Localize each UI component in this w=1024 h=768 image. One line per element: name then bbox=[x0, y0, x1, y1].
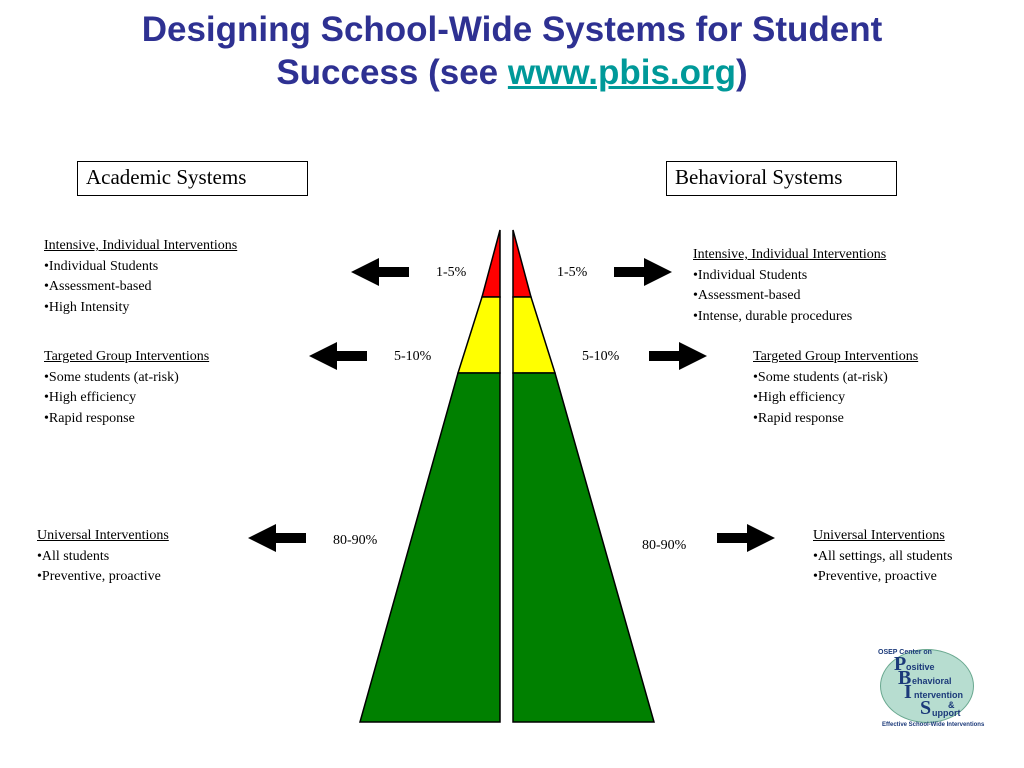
logo-letter-s: S bbox=[920, 697, 932, 719]
right-arrow-targeted bbox=[649, 342, 707, 370]
tier-bullet: •Rapid response bbox=[44, 410, 135, 426]
left-percent-intensive: 1-5% bbox=[436, 265, 467, 280]
academic-systems-text: Academic Systems bbox=[86, 165, 247, 189]
logo-word-behavioral: ehavioral bbox=[912, 676, 952, 686]
tier-heading: Intensive, Individual Interventions bbox=[693, 247, 887, 262]
right-percent-intensive: 1-5% bbox=[557, 265, 588, 280]
left-tier-targeted: Targeted Group Interventions •Some stude… bbox=[44, 347, 209, 429]
tier-heading: Targeted Group Interventions bbox=[44, 349, 210, 364]
left-arrow-targeted bbox=[309, 342, 367, 370]
logo-emblem bbox=[880, 649, 974, 723]
tier-bullet: •All students bbox=[37, 548, 110, 564]
left-tier-universal: Universal Interventions •All students •P… bbox=[37, 526, 169, 588]
right-arrow-intensive bbox=[614, 258, 672, 286]
left-percent-targeted: 5-10% bbox=[394, 349, 432, 364]
pbis-link[interactable]: www.pbis.org bbox=[507, 53, 737, 92]
right-universal-tier bbox=[512, 372, 655, 723]
right-tier-universal: Universal Interventions •All settings, a… bbox=[813, 526, 952, 588]
tier-bullet: •Rapid response bbox=[753, 410, 844, 426]
logo-letter-b: B bbox=[898, 667, 912, 689]
logo-letter-p: P bbox=[894, 653, 907, 675]
right-arrow-universal bbox=[717, 524, 775, 552]
left-tier-intensive: Intensive, Individual Interventions •Ind… bbox=[44, 236, 237, 318]
left-percent-universal: 80-90% bbox=[333, 533, 378, 548]
behavioral-systems-text: Behavioral Systems bbox=[675, 165, 843, 189]
tier-bullet: •Assessment-based bbox=[44, 279, 152, 294]
tier-heading: Intensive, Individual Interventions bbox=[44, 238, 238, 253]
tier-bullet: •High efficiency bbox=[753, 390, 846, 405]
tier-bullet: •Assessment-based bbox=[693, 288, 801, 303]
tier-bullet: •Individual Students bbox=[693, 267, 808, 283]
right-tier-targeted: Targeted Group Interventions •Some stude… bbox=[753, 347, 918, 429]
left-targeted-tier bbox=[456, 296, 501, 374]
right-targeted-tier bbox=[512, 296, 557, 374]
logo-footer-text: Effective School-Wide Interventions bbox=[882, 722, 985, 728]
logo-word-intervention: ntervention bbox=[914, 690, 964, 700]
left-arrow-intensive bbox=[351, 258, 409, 286]
right-percent-universal: 80-90% bbox=[642, 538, 687, 553]
tier-bullet: •All settings, all students bbox=[813, 548, 953, 564]
tier-bullet: •Individual Students bbox=[44, 258, 159, 274]
title-line2-suffix: ) bbox=[736, 53, 748, 92]
tier-heading: Universal Interventions bbox=[37, 528, 169, 543]
logo-top-text: OSEP Center on bbox=[878, 649, 932, 656]
slide-title: Designing School-Wide Systems for Studen… bbox=[0, 8, 1024, 94]
right-intensive-tier bbox=[512, 229, 532, 298]
logo-ampersand: & bbox=[948, 700, 955, 710]
left-universal-tier bbox=[359, 372, 501, 723]
tier-heading: Targeted Group Interventions bbox=[753, 349, 919, 364]
pbis-logo: OSEP Center on P ositive B ehavioral I n… bbox=[872, 645, 992, 735]
logo-word-support: upport bbox=[932, 708, 961, 718]
title-line2-prefix: Success (see bbox=[276, 53, 508, 92]
tier-bullet: •Some students (at-risk) bbox=[753, 369, 888, 385]
tier-heading: Universal Interventions bbox=[813, 528, 945, 543]
right-tier-intensive: Intensive, Individual Interventions •Ind… bbox=[693, 245, 886, 327]
left-intensive-tier bbox=[481, 229, 501, 298]
tier-bullet: •High Intensity bbox=[44, 299, 130, 315]
logo-word-positive: ositive bbox=[906, 662, 935, 672]
tier-bullet: •Preventive, proactive bbox=[813, 569, 937, 584]
title-line1: Designing School-Wide Systems for Studen… bbox=[141, 10, 883, 49]
tier-bullet: •Intense, durable procedures bbox=[693, 308, 853, 324]
academic-systems-label: Academic Systems bbox=[77, 161, 308, 196]
logo-letter-i: I bbox=[904, 681, 912, 703]
tier-bullet: •Some students (at-risk) bbox=[44, 369, 179, 385]
right-percent-targeted: 5-10% bbox=[582, 349, 620, 364]
tier-bullet: •High efficiency bbox=[44, 390, 137, 405]
tier-bullet: •Preventive, proactive bbox=[37, 569, 161, 584]
behavioral-systems-label: Behavioral Systems bbox=[666, 161, 897, 196]
left-arrow-universal bbox=[248, 524, 306, 552]
